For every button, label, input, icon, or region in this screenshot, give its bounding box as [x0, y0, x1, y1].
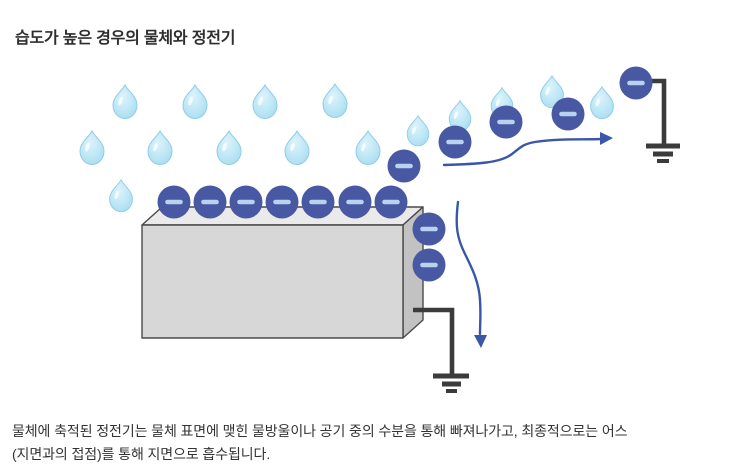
- water-droplet-icon: [284, 130, 310, 165]
- electron-icon: [620, 67, 653, 100]
- electron-icon: [413, 213, 446, 246]
- discharge-flow-arrows: [442, 132, 613, 348]
- electron-icon: [388, 150, 421, 183]
- box-front-face: [141, 224, 404, 339]
- electron-icon: [339, 186, 372, 219]
- ground-symbol-top-right: [646, 78, 680, 163]
- water-droplet-icon: [109, 179, 133, 213]
- electron-icon: [552, 98, 585, 131]
- caption-line-2: (지면과의 접점)를 통해 지면으로 흡수됩니다.: [12, 446, 271, 462]
- charged-object-box: [141, 206, 424, 339]
- discharge-arrow-right: [442, 132, 613, 167]
- water-droplet-icon: [355, 130, 381, 165]
- diagram-title: 습도가 높은 경우의 물체와 정전기: [15, 30, 236, 47]
- electron-icon: [490, 106, 523, 139]
- water-droplet-icon: [322, 83, 348, 118]
- water-droplet-icon: [252, 84, 278, 119]
- ground-wire: [413, 307, 455, 374]
- electron-icon: [194, 186, 227, 219]
- electron-icon: [158, 186, 191, 219]
- arrow-line: [442, 137, 604, 167]
- discharge-arrow-down: [455, 200, 487, 348]
- electron-icon: [439, 126, 472, 159]
- arrow-head: [474, 335, 487, 348]
- electron-icon: [375, 186, 408, 219]
- caption: 물체에 축적된 정전기는 물체 표면에 맺힌 물방울이나 공기 중의 수분을 통…: [12, 420, 627, 466]
- arrow-head: [600, 132, 613, 145]
- water-droplet-icon: [406, 115, 430, 147]
- water-droplet-icon: [182, 84, 208, 119]
- water-droplet-icon: [590, 86, 614, 120]
- earth-ground-symbols: [413, 78, 680, 393]
- water-droplet-icon: [112, 84, 138, 119]
- ground-wire: [651, 78, 667, 144]
- ground-symbol-bottom: [413, 307, 469, 393]
- electron-icon: [302, 186, 335, 219]
- arrow-line: [455, 200, 482, 336]
- water-droplet-icon: [216, 130, 242, 165]
- water-droplet-icon: [147, 130, 173, 165]
- electron-icon: [413, 249, 446, 282]
- electron-icon: [230, 186, 263, 219]
- caption-line-1: 물체에 축적된 정전기는 물체 표면에 맺힌 물방울이나 공기 중의 수분을 통…: [12, 423, 628, 439]
- water-droplet-icon: [79, 130, 105, 165]
- electron-icon: [266, 186, 299, 219]
